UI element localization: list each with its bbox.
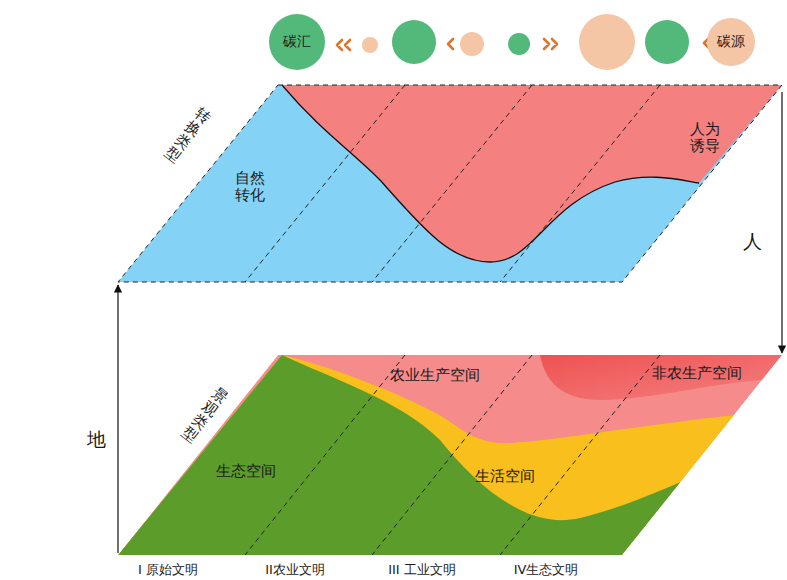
region-label: 人为诱导 [689, 121, 721, 156]
era-label: III 工业文明 [388, 563, 456, 578]
era-dividers [245, 355, 660, 555]
circle-label: 碳源 [717, 33, 745, 51]
carbon-circles [362, 14, 689, 70]
axis-label: 地 [87, 429, 106, 451]
era-label: II农业文明 [265, 563, 325, 578]
region-label: 生态空间 [216, 463, 276, 480]
region-label: 非农生产空间 [652, 365, 742, 382]
land-arrow [117, 285, 118, 553]
landscape-panel [118, 355, 782, 555]
chevrons [337, 38, 709, 50]
era-dividers [245, 85, 660, 282]
region-label: 自然转化 [234, 170, 266, 205]
axis-label: 人 [743, 231, 762, 253]
carbon-sink-circle: 碳汇 [269, 14, 325, 70]
region-label: 农业生产空间 [390, 367, 480, 384]
circle-label: 碳汇 [283, 33, 311, 51]
human-arrow [781, 92, 782, 353]
era-label: IV生态文明 [514, 563, 579, 578]
carbon-source-circle: 碳源 [707, 18, 755, 66]
panel-title: 转换类型 [162, 104, 214, 165]
region-label: 生活空间 [475, 468, 535, 485]
conversion-panel [118, 85, 782, 282]
panel-outline [118, 85, 782, 282]
era-label: I 原始文明 [138, 563, 198, 578]
